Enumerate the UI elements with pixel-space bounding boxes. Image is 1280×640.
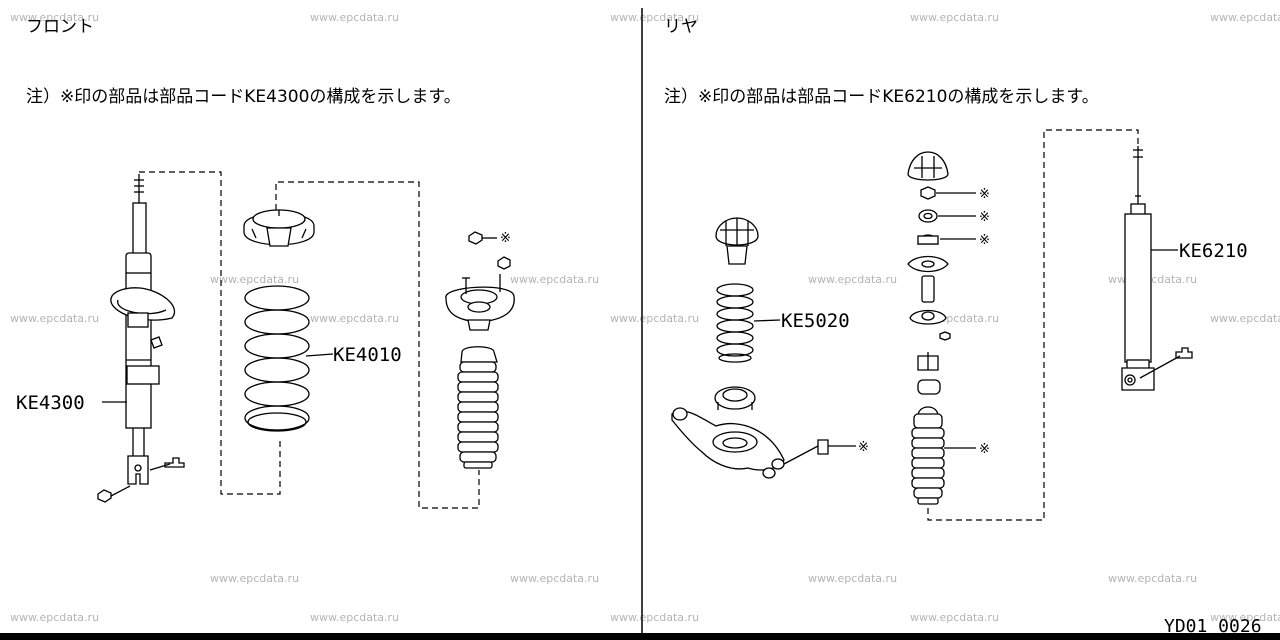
watermark: www.epcdata.ru [1210,611,1280,624]
label-ke4010: KE4010 [333,344,402,366]
rear-note: 注）※印の部品は部品コードKE6210の構成を示します。 [664,87,1099,107]
watermark: www.epcdata.ru [1108,572,1197,585]
watermark: www.epcdata.ru [310,611,399,624]
connector-line [927,129,1139,521]
star-mark: ※ [858,440,869,455]
front-dust-boot [457,346,499,469]
rear-coil-spring [716,283,754,363]
star-mark: ※ [979,210,990,225]
front-coil-spring [244,285,310,432]
figure-reference: YD01 0026 [1164,616,1262,637]
rear-mount-plate-hole [921,260,935,268]
rear-washer-hole [923,212,933,220]
front-strut-assembly [97,174,185,503]
watermark: www.epcdata.ru [210,273,299,286]
watermark: www.epcdata.ru [808,273,897,286]
rear-small-nut [939,331,951,341]
watermark: www.epcdata.ru [10,611,99,624]
label-ke4300: KE4300 [16,392,85,414]
watermark: www.epcdata.ru [10,312,99,325]
watermark: www.epcdata.ru [310,312,399,325]
label-ke6210: KE6210 [1179,240,1248,262]
star-mark: ※ [500,231,511,246]
watermark: www.epcdata.ru [910,611,999,624]
star-mark: ※ [979,187,990,202]
leader-line [305,353,334,357]
watermark: www.epcdata.ru [910,11,999,24]
rear-upper-seat-hub [921,311,935,321]
watermark: www.epcdata.ru [610,312,699,325]
rear-lower-arm [671,407,856,479]
watermark: www.epcdata.ru [210,572,299,585]
rear-title: リヤ [664,17,698,37]
watermark: www.epcdata.ru [510,572,599,585]
leader-line [753,319,781,322]
front-spring-upper-seat [243,209,315,247]
star-mark: ※ [979,442,990,457]
star-mark: ※ [979,233,990,248]
rear-spring-seat [714,386,756,410]
rear-bushing-lower [917,379,941,395]
rear-bushing-base [917,235,939,245]
watermark: www.epcdata.ru [610,611,699,624]
rear-spacer [921,275,935,303]
rear-shock-absorber [1121,146,1193,391]
front-note: 注）※印の部品は部品コードKE4300の構成を示します。 [26,87,461,107]
watermark: www.epcdata.ru [310,11,399,24]
front-strut-mount [445,231,515,331]
front-title: フロント [26,17,94,37]
connector-line [139,171,281,495]
rear-dust-boot [911,406,945,505]
rear-nut [920,186,936,200]
watermark: www.epcdata.ru [808,572,897,585]
rear-top-mount-cover [907,151,949,181]
label-ke5020: KE5020 [781,310,850,332]
watermark: www.epcdata.ru [1210,11,1280,24]
watermark: www.epcdata.ru [1108,273,1197,286]
watermark: www.epcdata.ru [610,11,699,24]
watermark: www.epcdata.ru [510,273,599,286]
watermark: www.epcdata.ru [10,11,99,24]
watermark: www.epcdata.ru [1210,312,1280,325]
connector-line [275,181,480,509]
rear-bump-stop [715,217,759,265]
bottom-bar [0,633,1280,640]
